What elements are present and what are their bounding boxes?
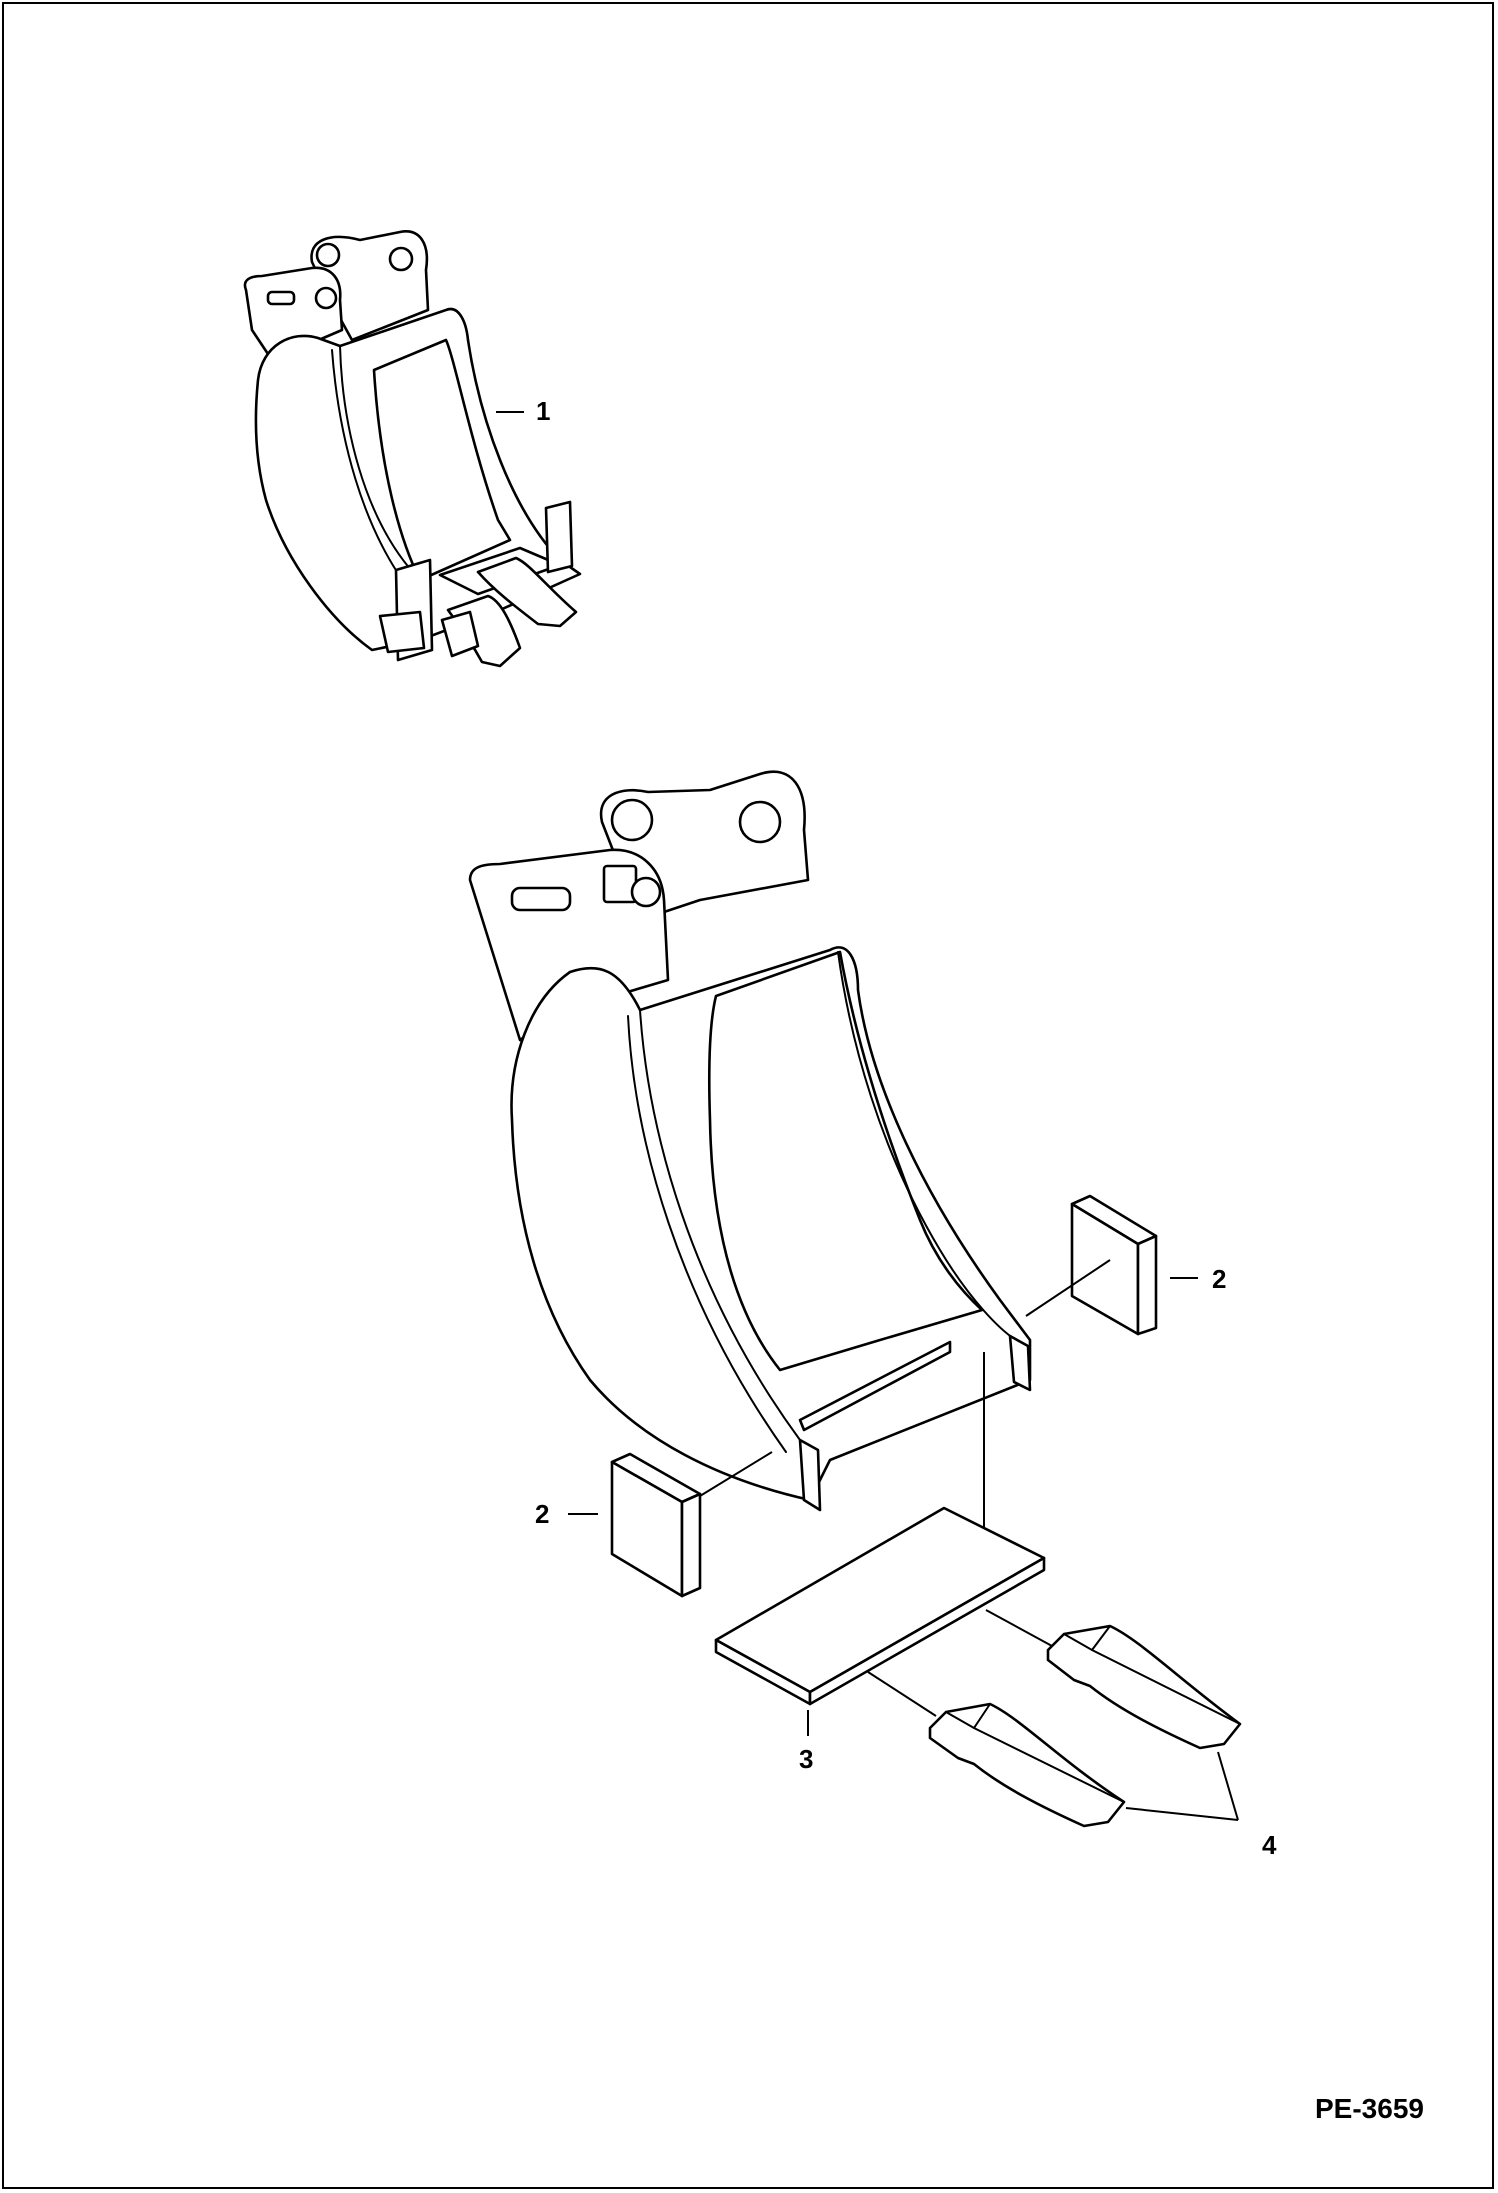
leader-line-tooth-left-mount: [867, 1671, 937, 1717]
bucket-body-exploded-view: [468, 770, 1032, 1512]
callout-2-right: 2: [1212, 1264, 1227, 1294]
cutting-edge-plate: [714, 1506, 1046, 1706]
callout-2-left: 2: [535, 1499, 550, 1529]
reference-code: PE-3659: [1315, 2093, 1424, 2124]
bucket-tooth-left: [928, 1702, 1126, 1828]
side-cutter-right: [1070, 1194, 1158, 1336]
side-cutter-left: [610, 1452, 702, 1598]
leader-line-2-left-a: [699, 1451, 773, 1497]
bucket-tooth-right: [1046, 1624, 1242, 1750]
callout-3: 3: [799, 1744, 814, 1774]
leader-line-4-a: [1217, 1751, 1239, 1821]
callout-1: 1: [536, 396, 551, 426]
leader-line-4-b: [1125, 1807, 1239, 1821]
assembled-bucket-view: [243, 230, 582, 668]
callout-4: 4: [1262, 1830, 1277, 1860]
leader-line-tooth-right-mount: [985, 1609, 1053, 1647]
leader-line-2-right-a: [1025, 1259, 1111, 1317]
